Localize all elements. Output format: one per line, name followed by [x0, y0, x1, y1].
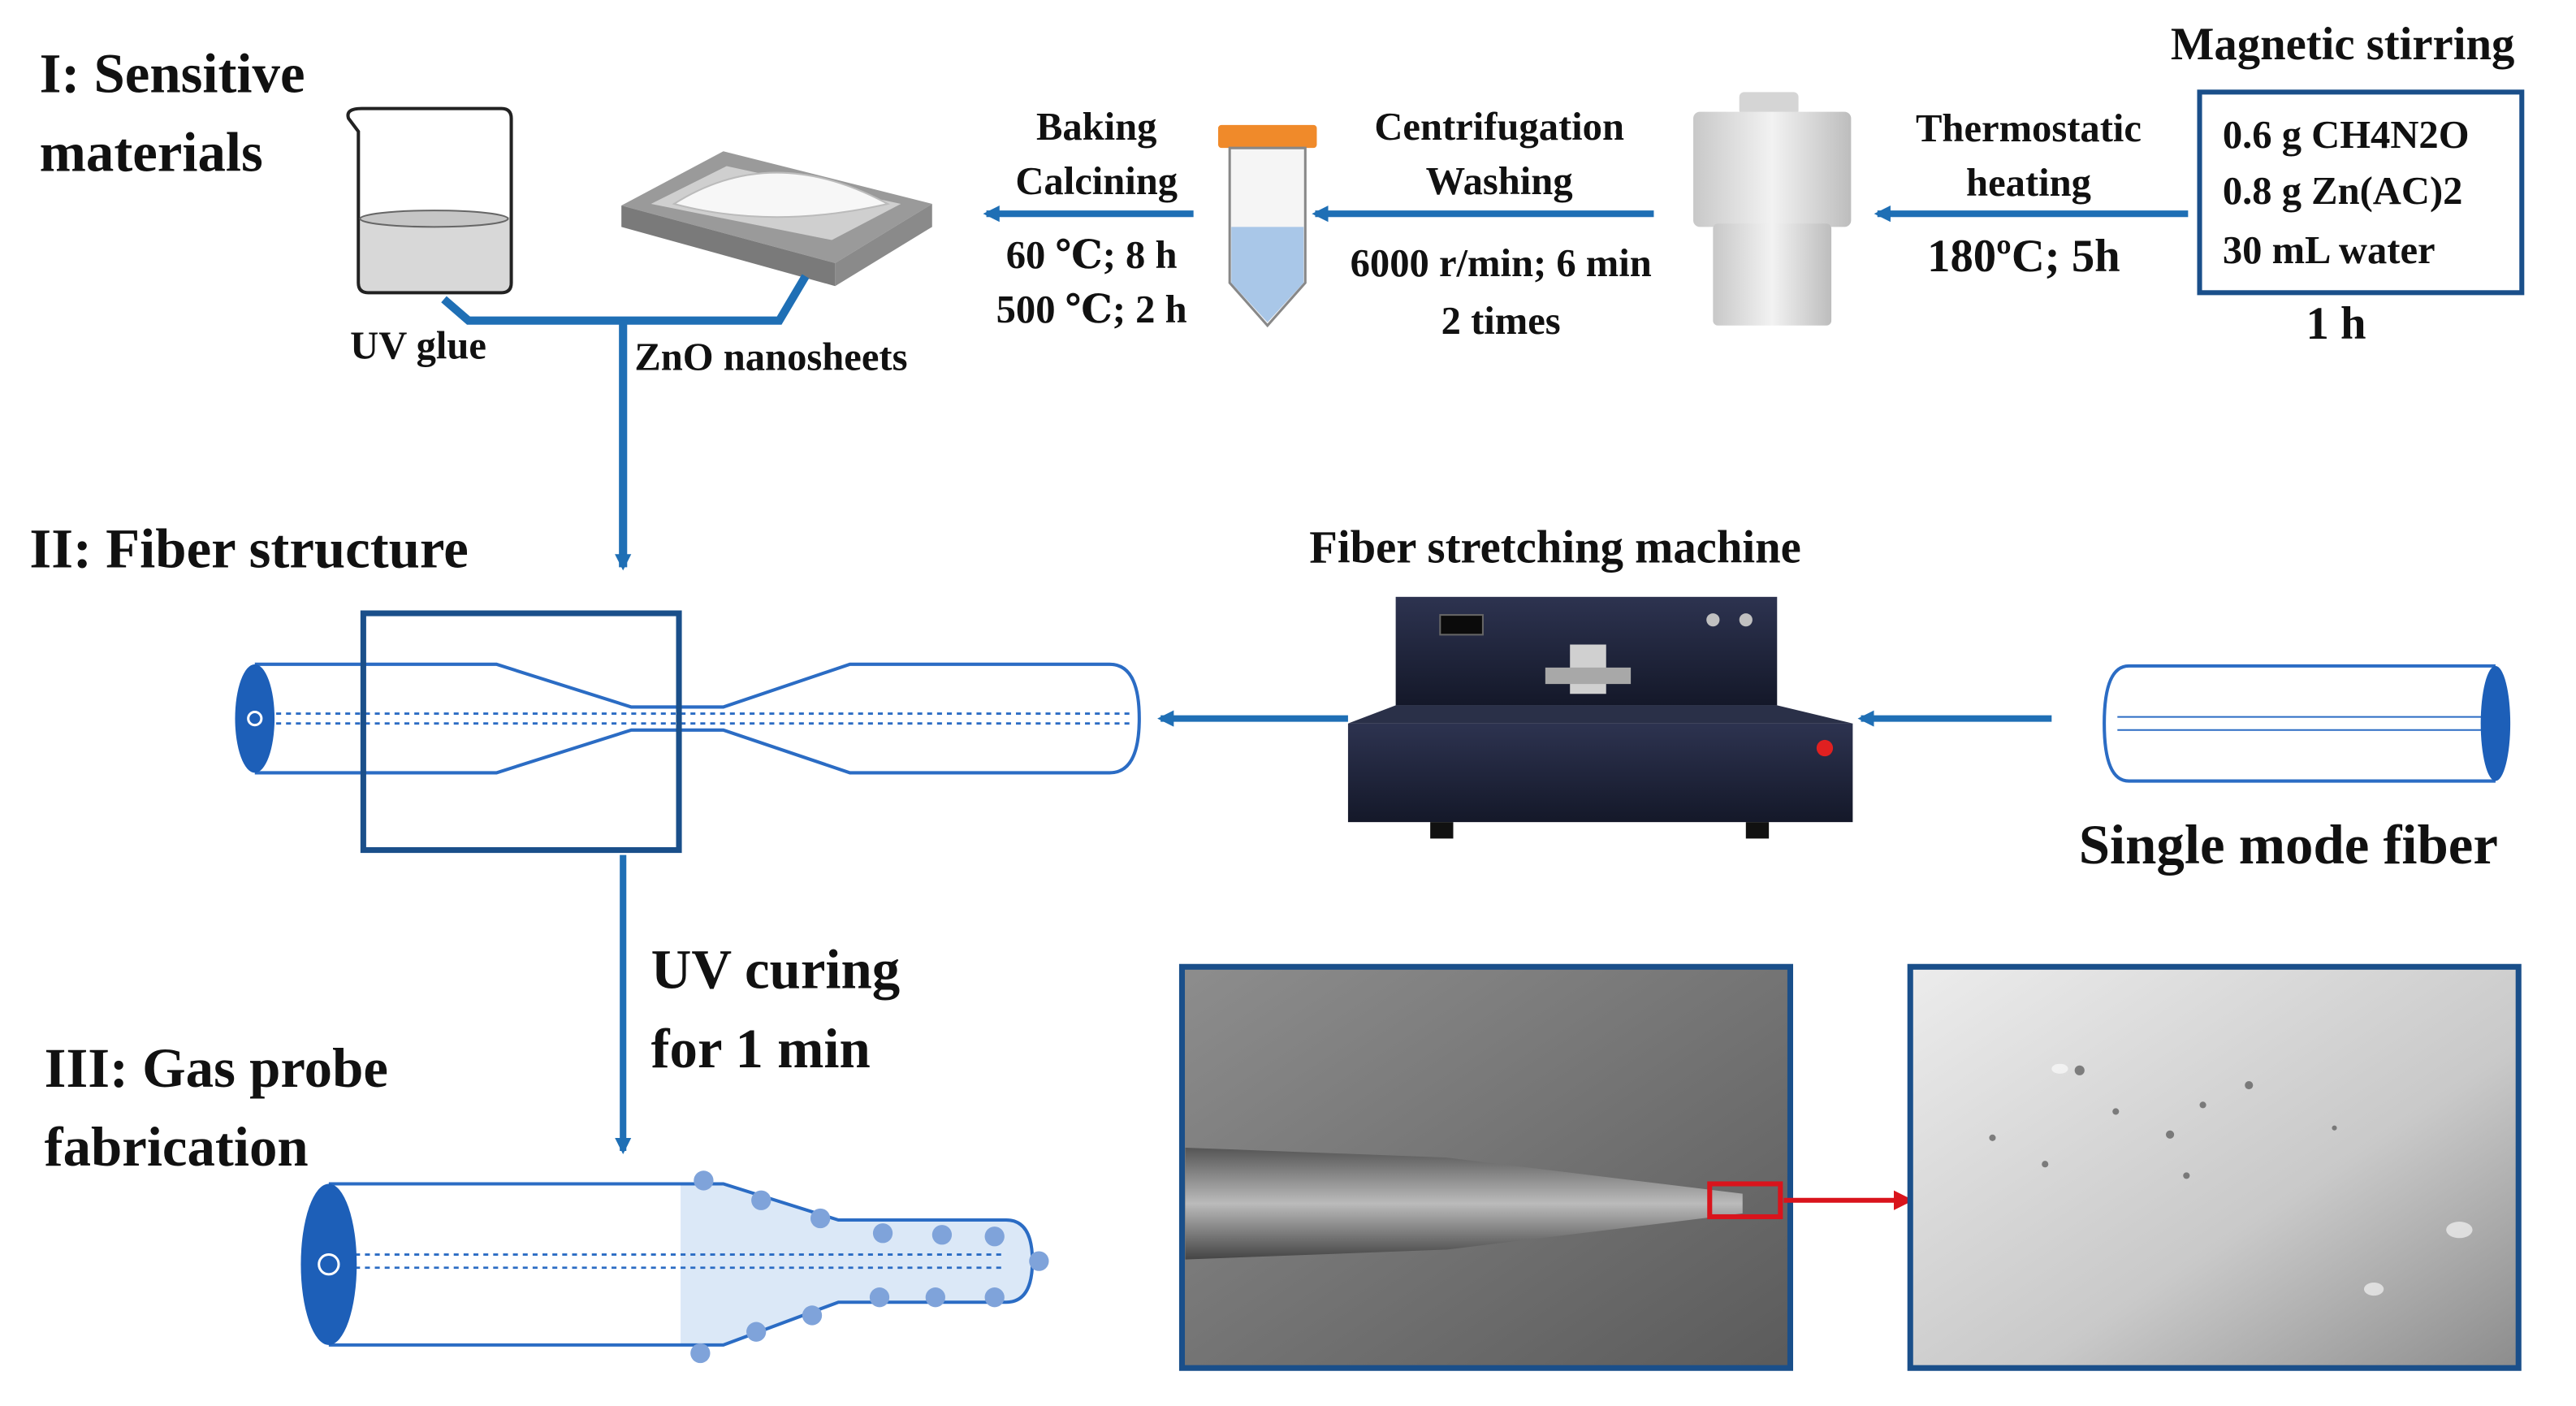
centrifuge-tube-icon — [1218, 124, 1317, 328]
section-1-title-line1: I: Sensitive — [39, 44, 305, 106]
centrifugation-label: Centrifugation — [1374, 106, 1625, 150]
autoclave-icon — [1693, 92, 1852, 326]
heating-label: heating — [1966, 162, 2091, 206]
heating-condition: 180ºC; 5h — [1927, 231, 2120, 283]
beaker-icon — [346, 106, 513, 295]
baking-condition: 60 ℃; 8 h — [1005, 235, 1178, 279]
zoom-region-box — [1707, 1181, 1783, 1220]
recipe-line-2: 0.8 g Zn(AC)2 — [2222, 171, 2463, 214]
zno-nanosheets-label: ZnO nanosheets — [634, 336, 908, 380]
fiber-end-icon — [235, 664, 275, 773]
merge-connector — [441, 274, 810, 571]
section-3-title-line1: III: Gas probe — [44, 1039, 388, 1101]
taper-region-box — [360, 610, 682, 854]
single-mode-fiber-icon — [2103, 664, 2511, 783]
process-arrows — [615, 205, 2189, 1155]
stirring-time: 1 h — [2306, 299, 2366, 351]
uv-glue-label: UV glue — [350, 325, 487, 369]
recipe-line-3: 30 mL water — [2222, 230, 2436, 274]
uv-curing-line1: UV curing — [650, 940, 901, 1002]
centrifugation-condition: 6000 r/min; 6 min — [1350, 243, 1652, 287]
section-3-title-line2: fabrication — [44, 1118, 309, 1179]
micrograph-taper — [1178, 963, 1794, 1371]
calcining-label: Calcining — [1015, 161, 1178, 205]
magnetic-stirring-label: Magnetic stirring — [2170, 19, 2515, 71]
stretching-machine-label: Fiber stretching machine — [1309, 522, 1801, 574]
uv-curing-line2: for 1 min — [650, 1019, 871, 1080]
gas-probe — [300, 1170, 1049, 1364]
baking-label: Baking — [1035, 106, 1157, 150]
section-1-title-line2: materials — [39, 123, 263, 184]
washing-label: Washing — [1425, 161, 1573, 205]
section-2-title: II: Fiber structure — [29, 519, 469, 581]
single-mode-fiber-label: Single mode fiber — [2078, 815, 2498, 876]
thermostatic-label: Thermostatic — [1916, 108, 2142, 152]
tray-icon — [621, 151, 932, 287]
tapered-fiber — [254, 662, 1141, 775]
micrograph-zoom — [1907, 963, 2522, 1371]
stretching-machine-icon — [1347, 596, 1853, 839]
recipe-box — [2197, 89, 2525, 296]
washing-times: 2 times — [1441, 301, 1561, 344]
calcining-condition: 500 ℃; 2 h — [996, 289, 1187, 332]
recipe-line-1: 0.6 g CH4N2O — [2222, 115, 2470, 158]
